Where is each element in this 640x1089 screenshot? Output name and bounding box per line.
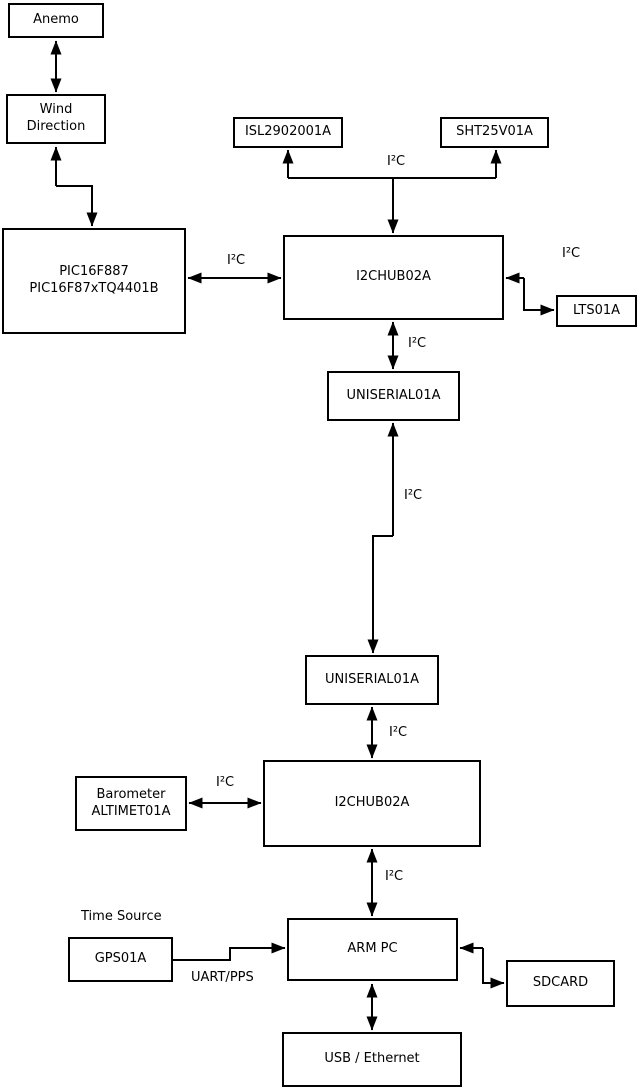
node-gps01a: GPS01A (68, 937, 173, 982)
node-pic-microcontroller: PIC16F887 PIC16F87xTQ4401B (2, 228, 186, 334)
edge-armpc-sdcard (459, 942, 505, 989)
node-lts01a: LTS01A (556, 295, 637, 327)
node-arm-pc: ARM PC (287, 918, 458, 981)
edge-hub1-lts (505, 272, 555, 316)
node-barometer-altimet01a: Barometer ALTIMET01A (75, 776, 187, 831)
node-wind-direction: Wind Direction (6, 94, 106, 144)
edge-wind-pic (50, 146, 98, 227)
label-i2c-hub1-lts: I²C (562, 246, 581, 261)
node-i2chub02a-upper: I2CHUB02A (283, 235, 504, 320)
label-i2c-barometer-hub2: I²C (216, 775, 235, 790)
node-anemometer: Anemo (8, 3, 104, 38)
node-usb-ethernet: USB / Ethernet (282, 1032, 462, 1087)
node-sht25v01a: SHT25V01A (440, 117, 549, 148)
edge-hub1-isl-sht (282, 149, 502, 234)
node-i2chub02a-lower: I2CHUB02A (263, 760, 481, 847)
edge-uniserial1-uniserial2 (367, 422, 399, 654)
label-i2c-hub1-uniserial1: I²C (408, 336, 427, 351)
node-uniserial01a-lower: UNISERIAL01A (305, 655, 439, 705)
label-uart-pps: UART/PPS (191, 970, 254, 985)
label-time-source: Time Source (81, 909, 162, 924)
node-isl2902001a: ISL2902001A (233, 117, 343, 148)
node-uniserial01a-upper: UNISERIAL01A (327, 371, 460, 421)
label-i2c-uniserial-link: I²C (404, 488, 423, 503)
label-i2c-pic-hub1: I²C (227, 253, 246, 268)
label-i2c-sensor-bus: I²C (387, 154, 406, 169)
label-i2c-hub2-armpc: I²C (385, 869, 404, 884)
label-i2c-uniserial2-hub2: I²C (389, 725, 408, 740)
node-sdcard: SDCARD (506, 960, 615, 1007)
edge-gps-armpc (173, 942, 286, 961)
